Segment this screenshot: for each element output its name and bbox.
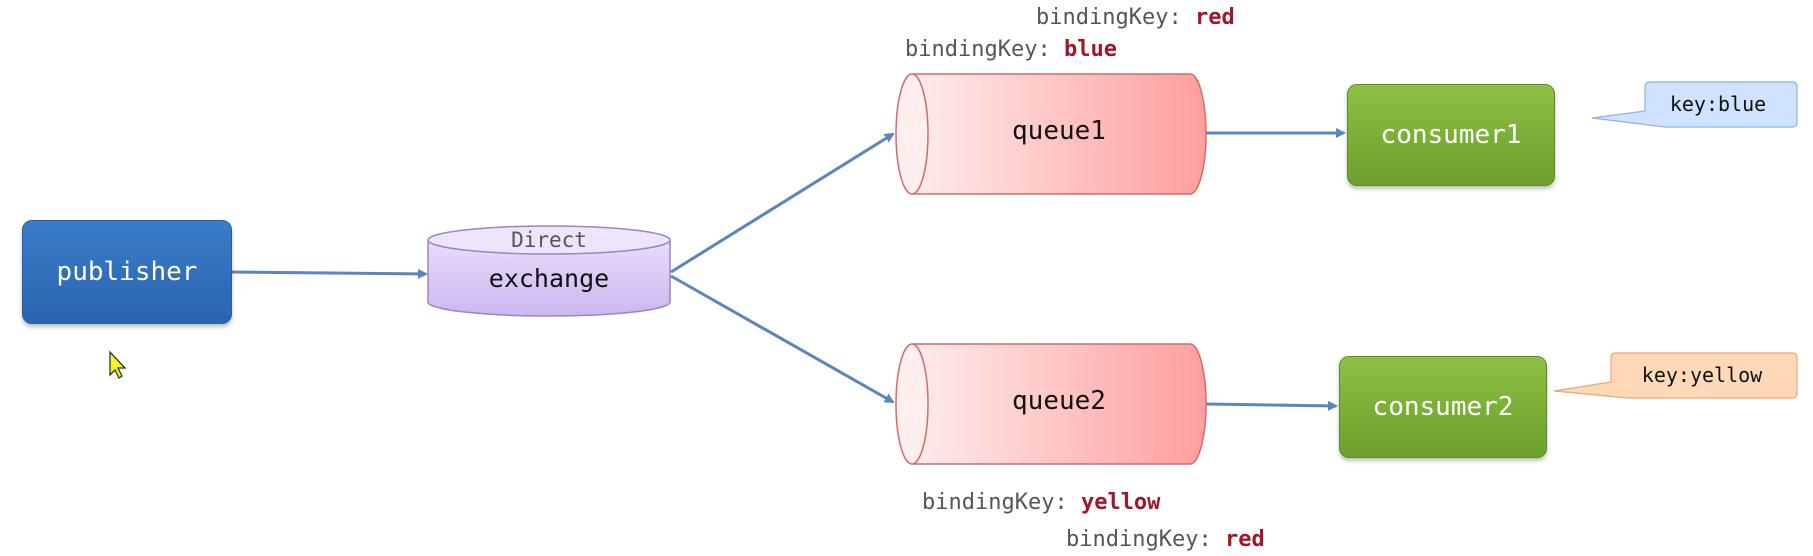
consumer2-label: consumer2 bbox=[1372, 392, 1514, 422]
publisher-label: publisher bbox=[56, 257, 198, 287]
arrow-publisher-to-exchange bbox=[230, 268, 428, 279]
exchange-type-label: Direct bbox=[511, 228, 587, 252]
consumer1-node: consumer1 bbox=[1347, 84, 1555, 186]
binding-key-queue1-blue: bindingKey: blue bbox=[905, 37, 1117, 62]
consumer1-label: consumer1 bbox=[1380, 120, 1522, 150]
queue2-label: queue2 bbox=[1012, 386, 1106, 416]
exchange-label: exchange bbox=[488, 264, 610, 293]
key-note-orange-text: key:yellow bbox=[1642, 363, 1763, 387]
arrow-exchange-to-queue2 bbox=[670, 274, 895, 404]
binding-key-queue2-yellow: bindingKey: yellow bbox=[922, 490, 1161, 515]
mouse-cursor-icon bbox=[109, 350, 127, 379]
binding-key-queue2-red: bindingKey: red bbox=[1066, 527, 1265, 552]
queue1-node bbox=[895, 73, 1207, 195]
arrow-queue2-to-consumer2 bbox=[1205, 400, 1338, 411]
consumer2-node: consumer2 bbox=[1339, 356, 1547, 458]
queue1-label: queue1 bbox=[1012, 116, 1106, 146]
key-note-blue-text: key:blue bbox=[1670, 92, 1766, 116]
binding-key-queue1-red: bindingKey: red bbox=[1036, 5, 1235, 30]
exchange-node bbox=[427, 225, 671, 317]
key-note-orange: key:yellow bbox=[1553, 352, 1798, 399]
key-note-blue: key:blue bbox=[1591, 81, 1798, 128]
publisher-node: publisher bbox=[22, 220, 232, 324]
arrow-exchange-to-queue1 bbox=[670, 132, 895, 274]
